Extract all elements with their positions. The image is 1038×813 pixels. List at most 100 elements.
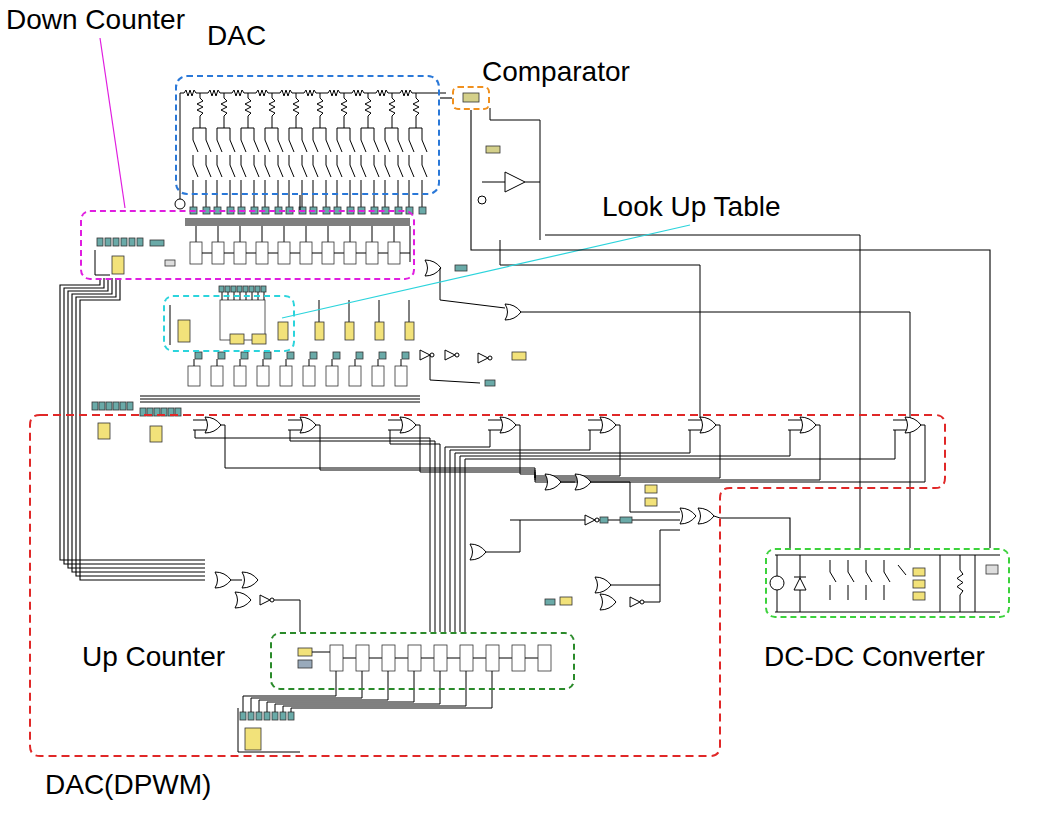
wire bbox=[193, 420, 207, 421]
terminal-block bbox=[261, 286, 266, 292]
wire bbox=[274, 600, 300, 632]
terminal-block bbox=[255, 286, 260, 292]
switch-symbol bbox=[374, 140, 379, 152]
switch-symbol bbox=[385, 165, 390, 177]
terminal-block bbox=[237, 286, 242, 292]
terminal-block bbox=[99, 402, 105, 410]
wire bbox=[254, 128, 255, 140]
wire bbox=[398, 155, 399, 165]
switch-symbol bbox=[326, 165, 331, 177]
wire bbox=[884, 560, 885, 572]
flip-flop bbox=[349, 366, 361, 386]
leader-line bbox=[100, 38, 125, 208]
wire bbox=[535, 425, 820, 480]
wire bbox=[306, 226, 307, 242]
switch-symbol bbox=[830, 572, 836, 582]
inverter-symbol bbox=[260, 595, 270, 605]
flip-flop bbox=[280, 366, 292, 386]
wire bbox=[392, 116, 393, 128]
region-box: Down Counter bbox=[80, 210, 415, 280]
wire bbox=[535, 425, 620, 478]
switch-symbol bbox=[193, 140, 198, 152]
inverter-bubble bbox=[430, 353, 434, 357]
wire bbox=[193, 128, 206, 129]
wire bbox=[460, 430, 790, 632]
wire bbox=[361, 128, 362, 140]
switch-symbol bbox=[230, 165, 235, 177]
switch-symbol bbox=[206, 165, 211, 177]
switch-symbol bbox=[302, 140, 307, 152]
logic-gate bbox=[242, 572, 258, 588]
leader-line bbox=[282, 225, 690, 318]
terminal-block bbox=[310, 352, 317, 359]
wire bbox=[372, 226, 373, 242]
wire bbox=[960, 555, 961, 570]
wire bbox=[202, 253, 212, 254]
terminal-block bbox=[129, 238, 135, 246]
logic-gate bbox=[470, 544, 486, 560]
region-label: Up Counter bbox=[82, 641, 225, 673]
wire bbox=[490, 108, 540, 240]
wire bbox=[355, 359, 356, 366]
terminal-block bbox=[620, 517, 632, 523]
logic-gate bbox=[575, 474, 591, 490]
resistor-symbol bbox=[957, 570, 963, 595]
wire bbox=[206, 155, 207, 165]
wire bbox=[409, 155, 410, 165]
wire bbox=[140, 398, 420, 399]
flip-flop bbox=[344, 242, 356, 264]
wire bbox=[794, 577, 806, 578]
component-block bbox=[913, 568, 925, 576]
terminal-block bbox=[240, 712, 246, 720]
flip-flop bbox=[234, 366, 246, 386]
logic-gate bbox=[545, 474, 561, 490]
wire bbox=[302, 155, 303, 165]
switch-symbol bbox=[374, 165, 379, 177]
wire bbox=[830, 560, 831, 572]
wire bbox=[368, 93, 369, 98]
wire bbox=[337, 128, 350, 129]
wire bbox=[230, 155, 231, 165]
terminal-block bbox=[419, 207, 426, 214]
wire bbox=[185, 218, 410, 219]
flip-flop bbox=[408, 645, 421, 671]
resistor-symbol bbox=[197, 98, 203, 116]
wire bbox=[313, 128, 326, 129]
component-block bbox=[252, 334, 266, 344]
wire bbox=[76, 278, 205, 576]
wire bbox=[217, 359, 218, 366]
wire bbox=[848, 560, 849, 572]
region-box: DAC bbox=[175, 75, 440, 195]
wire bbox=[401, 359, 402, 366]
component-block bbox=[913, 580, 925, 588]
terminal-block bbox=[264, 352, 271, 359]
wire bbox=[421, 658, 434, 659]
wire bbox=[422, 155, 423, 165]
wire bbox=[196, 226, 197, 242]
wire bbox=[374, 155, 375, 165]
inverter-symbol bbox=[445, 350, 455, 360]
flip-flop bbox=[326, 366, 338, 386]
switch-symbol bbox=[337, 165, 342, 177]
wire bbox=[291, 671, 492, 712]
switch-symbol bbox=[848, 572, 854, 582]
wire bbox=[312, 253, 322, 254]
flip-flop bbox=[460, 645, 473, 671]
wire bbox=[450, 430, 590, 632]
terminal-block bbox=[249, 286, 254, 292]
wire bbox=[313, 155, 314, 165]
resistor-symbol bbox=[269, 98, 275, 116]
wire bbox=[516, 425, 535, 478]
wire bbox=[224, 93, 225, 98]
logic-gate bbox=[600, 594, 616, 610]
switch-symbol bbox=[254, 140, 259, 152]
wire bbox=[356, 253, 366, 254]
wire bbox=[248, 93, 249, 98]
component-block bbox=[512, 352, 526, 360]
terminal-block bbox=[127, 402, 133, 410]
flip-flop bbox=[372, 366, 384, 386]
source-symbol bbox=[478, 196, 486, 204]
wire bbox=[898, 565, 906, 575]
